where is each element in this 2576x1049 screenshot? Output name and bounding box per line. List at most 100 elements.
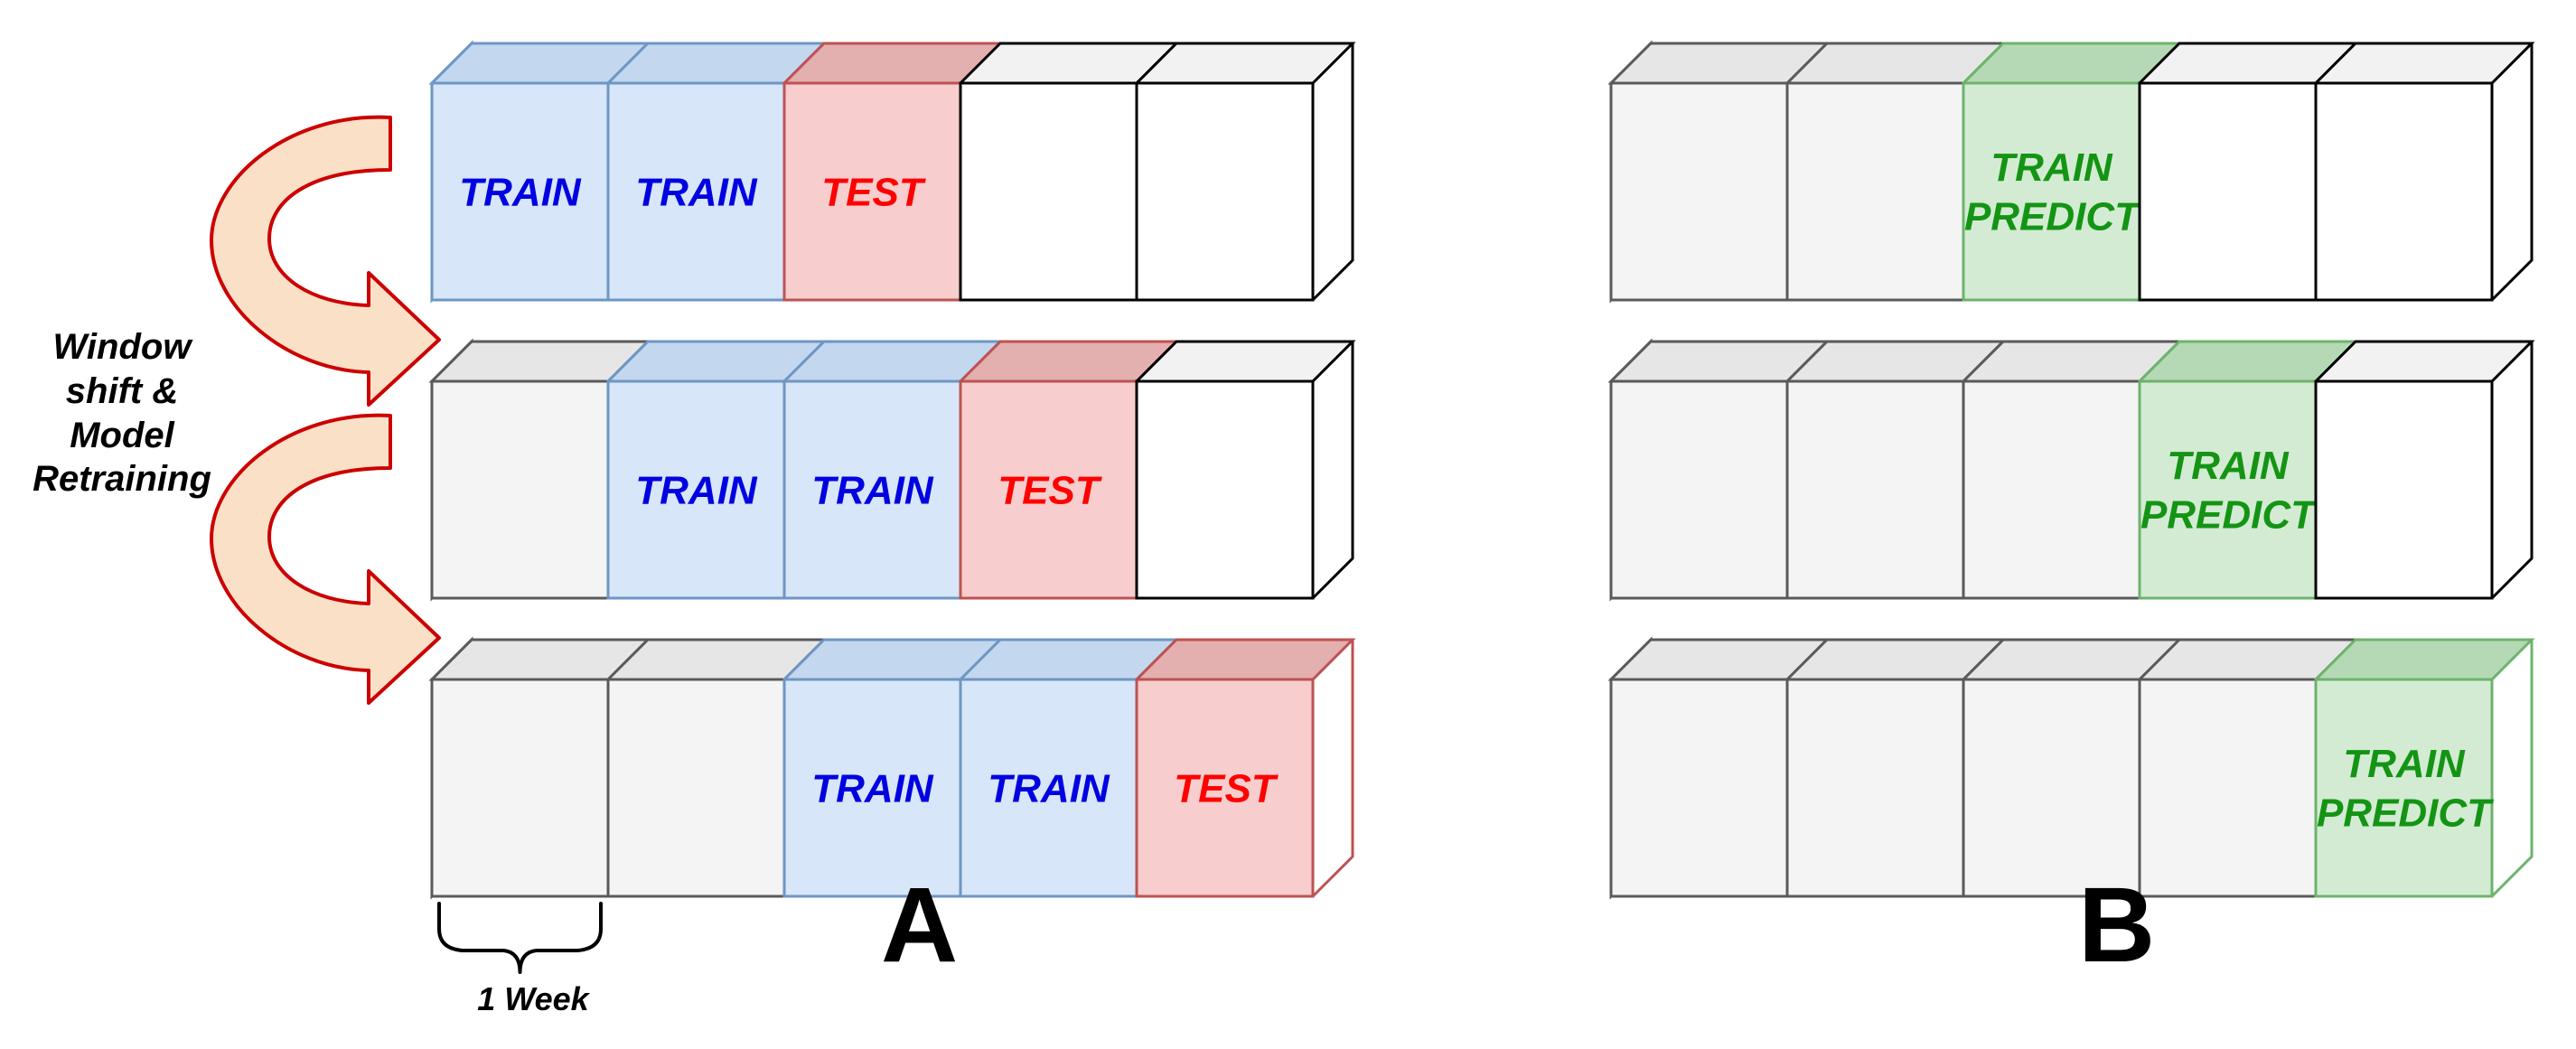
box-row-A-1: TRAIN TRAIN TEST	[428, 40, 1356, 304]
cell-B-r1-c3[interactable]: TRAIN PREDICT	[1962, 81, 2141, 302]
cell-front-face	[2314, 678, 2494, 898]
cell-A-r3-c1[interactable]	[430, 678, 610, 898]
box-row-A-2: TRAIN TRAIN TEST	[428, 338, 1356, 602]
panel-label-a: A	[881, 866, 959, 985]
cell-A-r2-c5[interactable]	[1135, 379, 1315, 600]
cell-label: PREDICT	[1964, 195, 2141, 239]
cell-front-face	[2138, 81, 2318, 302]
cell-front-face	[1962, 678, 2141, 898]
cell-B-r3-c2[interactable]	[1785, 678, 1965, 898]
cell-front-face	[2314, 81, 2494, 302]
cell-label: TRAIN	[988, 766, 1110, 810]
cell-front-face	[2314, 379, 2494, 600]
cell-label: TRAIN	[459, 170, 582, 214]
cell-front-face	[2138, 379, 2318, 600]
cell-B-r3-c5[interactable]: TRAIN PREDICT	[2314, 678, 2494, 898]
cell-front-face	[959, 81, 1138, 302]
cell-front-face	[959, 678, 1138, 898]
cell-B-r3-c4[interactable]	[2138, 678, 2318, 898]
cell-label: TRAIN	[1991, 145, 2113, 190]
cell-A-r3-c3[interactable]: TRAIN	[782, 678, 962, 898]
box-right-edge	[2490, 640, 2534, 898]
box-top-face	[2312, 42, 2535, 85]
cell-label: TRAIN	[811, 468, 934, 512]
cell-A-r1-c3[interactable]: TEST	[782, 81, 962, 302]
cell-A-r3-c2[interactable]	[606, 678, 786, 898]
panel-label-b: B	[2078, 866, 2156, 985]
cell-front-face	[1785, 379, 1965, 600]
box-top-face	[1133, 340, 1356, 383]
box-right-edge	[2490, 43, 2534, 302]
cell-label: PREDICT	[2317, 791, 2494, 836]
box-row-B-2: TRAIN PREDICT	[1607, 338, 2535, 602]
box-top-face	[2312, 638, 2535, 681]
cell-label: PREDICT	[2140, 493, 2318, 538]
cell-front-face	[1135, 678, 1315, 898]
cell-A-r2-c1[interactable]	[430, 379, 610, 600]
cell-B-r1-c2[interactable]	[1785, 81, 1965, 302]
arrows-group	[210, 115, 441, 705]
cell-front-face	[1135, 81, 1315, 302]
cell-B-r3-c1[interactable]	[1609, 678, 1789, 898]
cell-A-r2-c3[interactable]: TRAIN	[782, 379, 962, 600]
box-right-edge	[1311, 43, 1354, 302]
cell-B-r1-c1[interactable]	[1609, 81, 1789, 302]
box-top-face	[2312, 340, 2535, 383]
cell-label: TEST	[1174, 766, 1279, 810]
cell-front-face	[1962, 81, 2141, 302]
panel-B: TRAIN PREDICT TRAIN PREDICT TRAIN PREDICT	[1607, 40, 2535, 900]
window-shift-label: Window shift & Model Retraining	[33, 327, 211, 500]
cell-front-face	[2138, 678, 2318, 898]
window-shift-arrow-1[interactable]	[210, 115, 441, 407]
cell-A-r3-c4[interactable]: TRAIN	[959, 678, 1138, 898]
cell-B-r2-c1[interactable]	[1609, 379, 1789, 600]
box-row-A-3: TRAIN TRAIN TEST	[428, 636, 1356, 900]
cell-label: TEST	[998, 468, 1102, 512]
cell-front-face	[1609, 379, 1789, 600]
box-row-B-3: TRAIN PREDICT	[1607, 636, 2535, 900]
cell-A-r1-c1[interactable]: TRAIN	[430, 81, 610, 302]
cell-front-face	[606, 81, 786, 302]
box-top-face	[1133, 638, 1356, 681]
cell-B-r1-c5[interactable]	[2314, 81, 2494, 302]
cell-front-face	[430, 379, 610, 600]
cell-B-r2-c5[interactable]	[2314, 379, 2494, 600]
box-right-edge	[1311, 640, 1354, 898]
cell-B-r2-c2[interactable]	[1785, 379, 1965, 600]
cell-front-face	[959, 379, 1138, 600]
cell-front-face	[1135, 379, 1315, 600]
cell-front-face	[1609, 678, 1789, 898]
cell-A-r1-c5[interactable]	[1135, 81, 1315, 302]
cell-front-face	[430, 81, 610, 302]
cell-front-face	[606, 678, 786, 898]
cell-B-r2-c4[interactable]: TRAIN PREDICT	[2138, 379, 2318, 600]
cell-B-r2-c3[interactable]	[1962, 379, 2141, 600]
cell-A-r1-c2[interactable]: TRAIN	[606, 81, 786, 302]
cell-label: TRAIN	[2167, 444, 2290, 488]
cell-label: TRAIN	[811, 766, 934, 810]
cell-B-r3-c3[interactable]	[1962, 678, 2141, 898]
cell-label: TEST	[821, 170, 926, 214]
cell-A-r3-c5[interactable]: TEST	[1135, 678, 1315, 898]
cell-A-r2-c2[interactable]: TRAIN	[606, 379, 786, 600]
one-week-brace	[437, 902, 603, 974]
cell-A-r1-c4[interactable]	[959, 81, 1138, 302]
cell-label: TRAIN	[2343, 742, 2466, 786]
box-row-B-1: TRAIN PREDICT	[1607, 40, 2535, 304]
cell-label: TRAIN	[635, 170, 758, 214]
cell-front-face	[606, 379, 786, 600]
cell-label: TRAIN	[635, 468, 758, 512]
cell-front-face	[782, 678, 962, 898]
cell-front-face	[1785, 678, 1965, 898]
cell-front-face	[1609, 81, 1789, 302]
window-shift-arrow-2[interactable]	[210, 413, 441, 705]
panel-A: TRAIN TRAIN TEST TRAIN TRAIN TEST TRAIN TRAIN TE…	[428, 40, 1356, 900]
box-right-edge	[1311, 342, 1354, 600]
cell-front-face	[1785, 81, 1965, 302]
box-right-edge	[2490, 342, 2534, 600]
cell-A-r2-c4[interactable]: TEST	[959, 379, 1138, 600]
cell-front-face	[782, 379, 962, 600]
cell-B-r1-c4[interactable]	[2138, 81, 2318, 302]
